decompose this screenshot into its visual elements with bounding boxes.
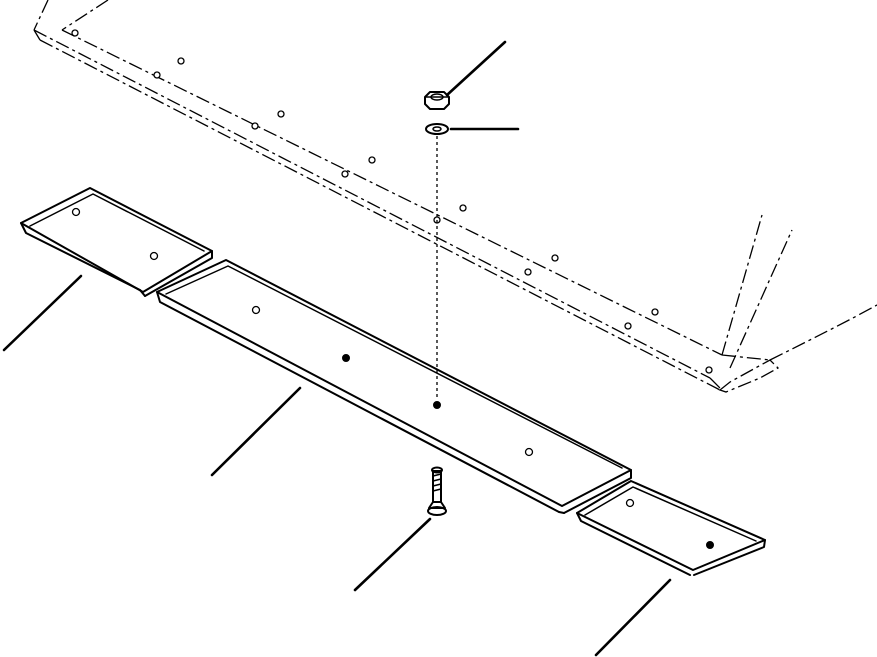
callout-leader-bolt bbox=[353, 517, 432, 592]
callout-leader-left-end-bit bbox=[2, 274, 83, 352]
callout-leader-cutting-edge bbox=[210, 386, 302, 477]
callout-leaders bbox=[2, 40, 672, 657]
bolt-icon bbox=[427, 466, 447, 516]
end-bit-left-icon bbox=[20, 187, 213, 297]
blade-frame-icon bbox=[33, 0, 877, 393]
washer-icon bbox=[425, 123, 449, 135]
callout-leader-right-end-bit bbox=[594, 578, 672, 657]
end-bit-right-icon bbox=[576, 480, 766, 576]
nut-icon bbox=[424, 91, 450, 110]
callout-leader-nut bbox=[445, 40, 507, 97]
cutting-edge-icon bbox=[156, 259, 632, 514]
